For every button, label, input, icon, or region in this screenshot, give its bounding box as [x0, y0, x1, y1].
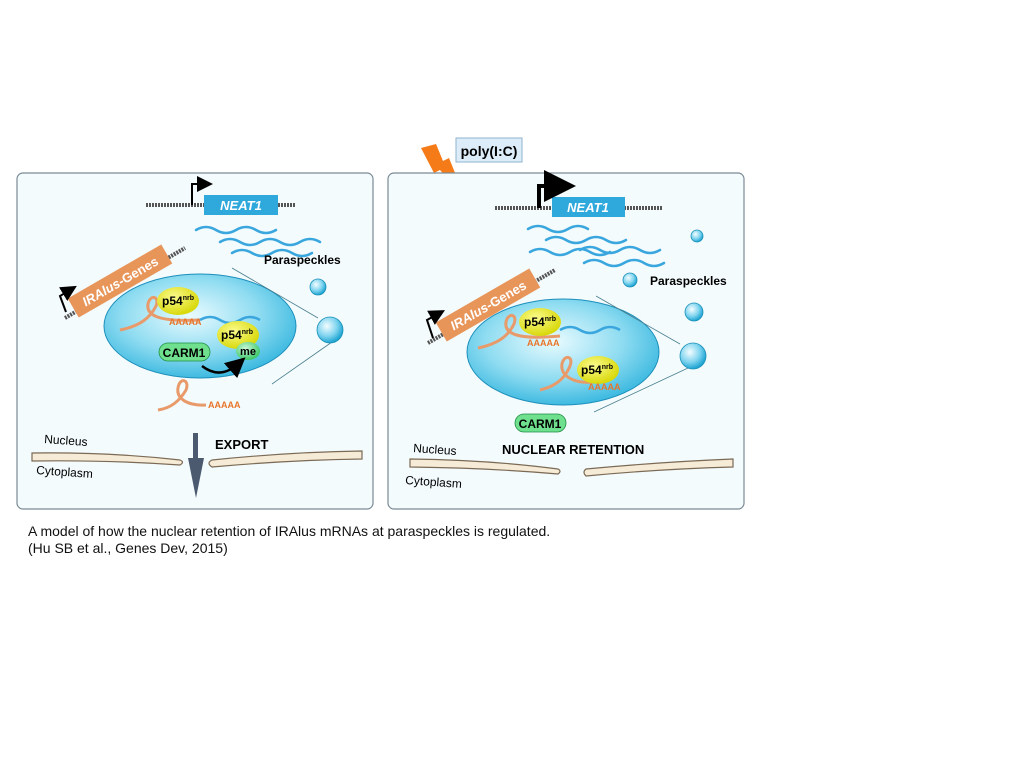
- iralus-gene-box: [435, 268, 541, 342]
- zoom-line: [271, 341, 333, 385]
- p54-superscript: nrb: [242, 329, 253, 336]
- paraspeckle: [309, 278, 327, 296]
- exported-polyA-label: AAAAA: [208, 400, 241, 410]
- neat1-transcripts: [194, 225, 322, 258]
- nuclear-membrane-right: [208, 450, 363, 468]
- p54-superscript: nrb: [545, 316, 556, 323]
- methylation-arrow-icon: [201, 357, 246, 379]
- paraspeckle: [690, 229, 704, 243]
- p54-protein: [157, 287, 199, 315]
- p54-label-main: p54: [581, 363, 602, 377]
- p54-protein-methylated: [217, 321, 259, 349]
- paraspeckle-zoomed: [679, 342, 707, 370]
- carm1-label: CARM1: [519, 417, 562, 431]
- zoom-line: [593, 367, 689, 413]
- caption-line-1: A model of how the nuclear retention of …: [28, 523, 551, 539]
- iralus-gene-box: [67, 244, 173, 318]
- p54-label-main: p54: [524, 315, 545, 329]
- p54-superscript: nrb: [183, 295, 194, 302]
- neat1-gene-box: [552, 197, 625, 217]
- iralus-mrna-tail: [559, 325, 621, 335]
- iralus-mrna: [539, 356, 595, 392]
- left-panel: NEAT1 Paraspeckles IRAlus-Genes p54nrb A…: [16, 172, 374, 510]
- promoter-arrow-icon: [537, 170, 576, 208]
- polyA-label: AAAAA: [169, 317, 202, 327]
- caption-line-2: (Hu SB et al., Genes Dev, 2015): [28, 540, 228, 556]
- promoter-arrow-icon: [191, 176, 213, 205]
- iralus-promoter-arrow-icon: [58, 285, 77, 313]
- zoom-line: [231, 267, 319, 319]
- iralus-mrna: [477, 314, 561, 350]
- polyA-label: AAAAA: [588, 382, 621, 392]
- iralus-promoter-arrow-icon: [425, 310, 446, 339]
- nuclear-retention-label: NUCLEAR RETENTION: [502, 442, 644, 457]
- neat1-gene-box: [204, 195, 278, 215]
- nuclear-membrane-left: [409, 458, 561, 475]
- neat1-transcripts: [526, 224, 666, 268]
- export-arrow-icon: [188, 433, 204, 498]
- poly-ic-label: poly(I:C): [461, 143, 518, 159]
- nucleus-body: [466, 298, 660, 406]
- neat1-label: NEAT1: [220, 198, 262, 213]
- cytoplasm-label: Cytoplasm: [36, 463, 94, 481]
- nuclear-membrane-left: [31, 452, 184, 466]
- paraspeckle-zoomed: [316, 316, 344, 344]
- paraspeckle: [684, 302, 704, 322]
- iralus-mrna: [119, 296, 201, 332]
- p54-label: p54nrb: [581, 363, 613, 377]
- p54-methylated-label: p54nrb: [221, 328, 253, 342]
- carm1-box: [158, 342, 211, 362]
- exported-mrna: [157, 379, 207, 412]
- cytoplasm-label: Cytoplasm: [405, 473, 463, 491]
- p54-superscript: nrb: [602, 364, 613, 371]
- p54-label: p54nrb: [524, 315, 556, 329]
- p54-label: p54nrb: [162, 294, 194, 308]
- carm1-box: [514, 413, 567, 433]
- p54-label-main: p54: [221, 328, 242, 342]
- paraspeckles-label: Paraspeckles: [650, 274, 727, 288]
- paraspeckle: [622, 272, 638, 288]
- p54-protein: [577, 356, 619, 384]
- right-panel: NEAT1 Paraspeckles IRAlus-Genes p54: [387, 170, 745, 510]
- nucleus-label: Nucleus: [413, 441, 457, 458]
- poly-ic-box: [455, 137, 523, 163]
- carm1-label: CARM1: [163, 346, 206, 360]
- nucleus-label: Nucleus: [44, 432, 88, 449]
- methyl-group: [236, 342, 260, 360]
- zoom-line: [595, 295, 681, 345]
- neat1-label: NEAT1: [567, 200, 609, 215]
- methyl-label: me: [240, 346, 256, 358]
- polyA-label: AAAAA: [527, 338, 560, 348]
- paraspeckles-label: Paraspeckles: [264, 253, 341, 267]
- nuclear-membrane-right: [583, 458, 734, 477]
- p54-protein: [519, 308, 561, 336]
- p54-label-main: p54: [162, 294, 183, 308]
- export-label: EXPORT: [215, 437, 269, 452]
